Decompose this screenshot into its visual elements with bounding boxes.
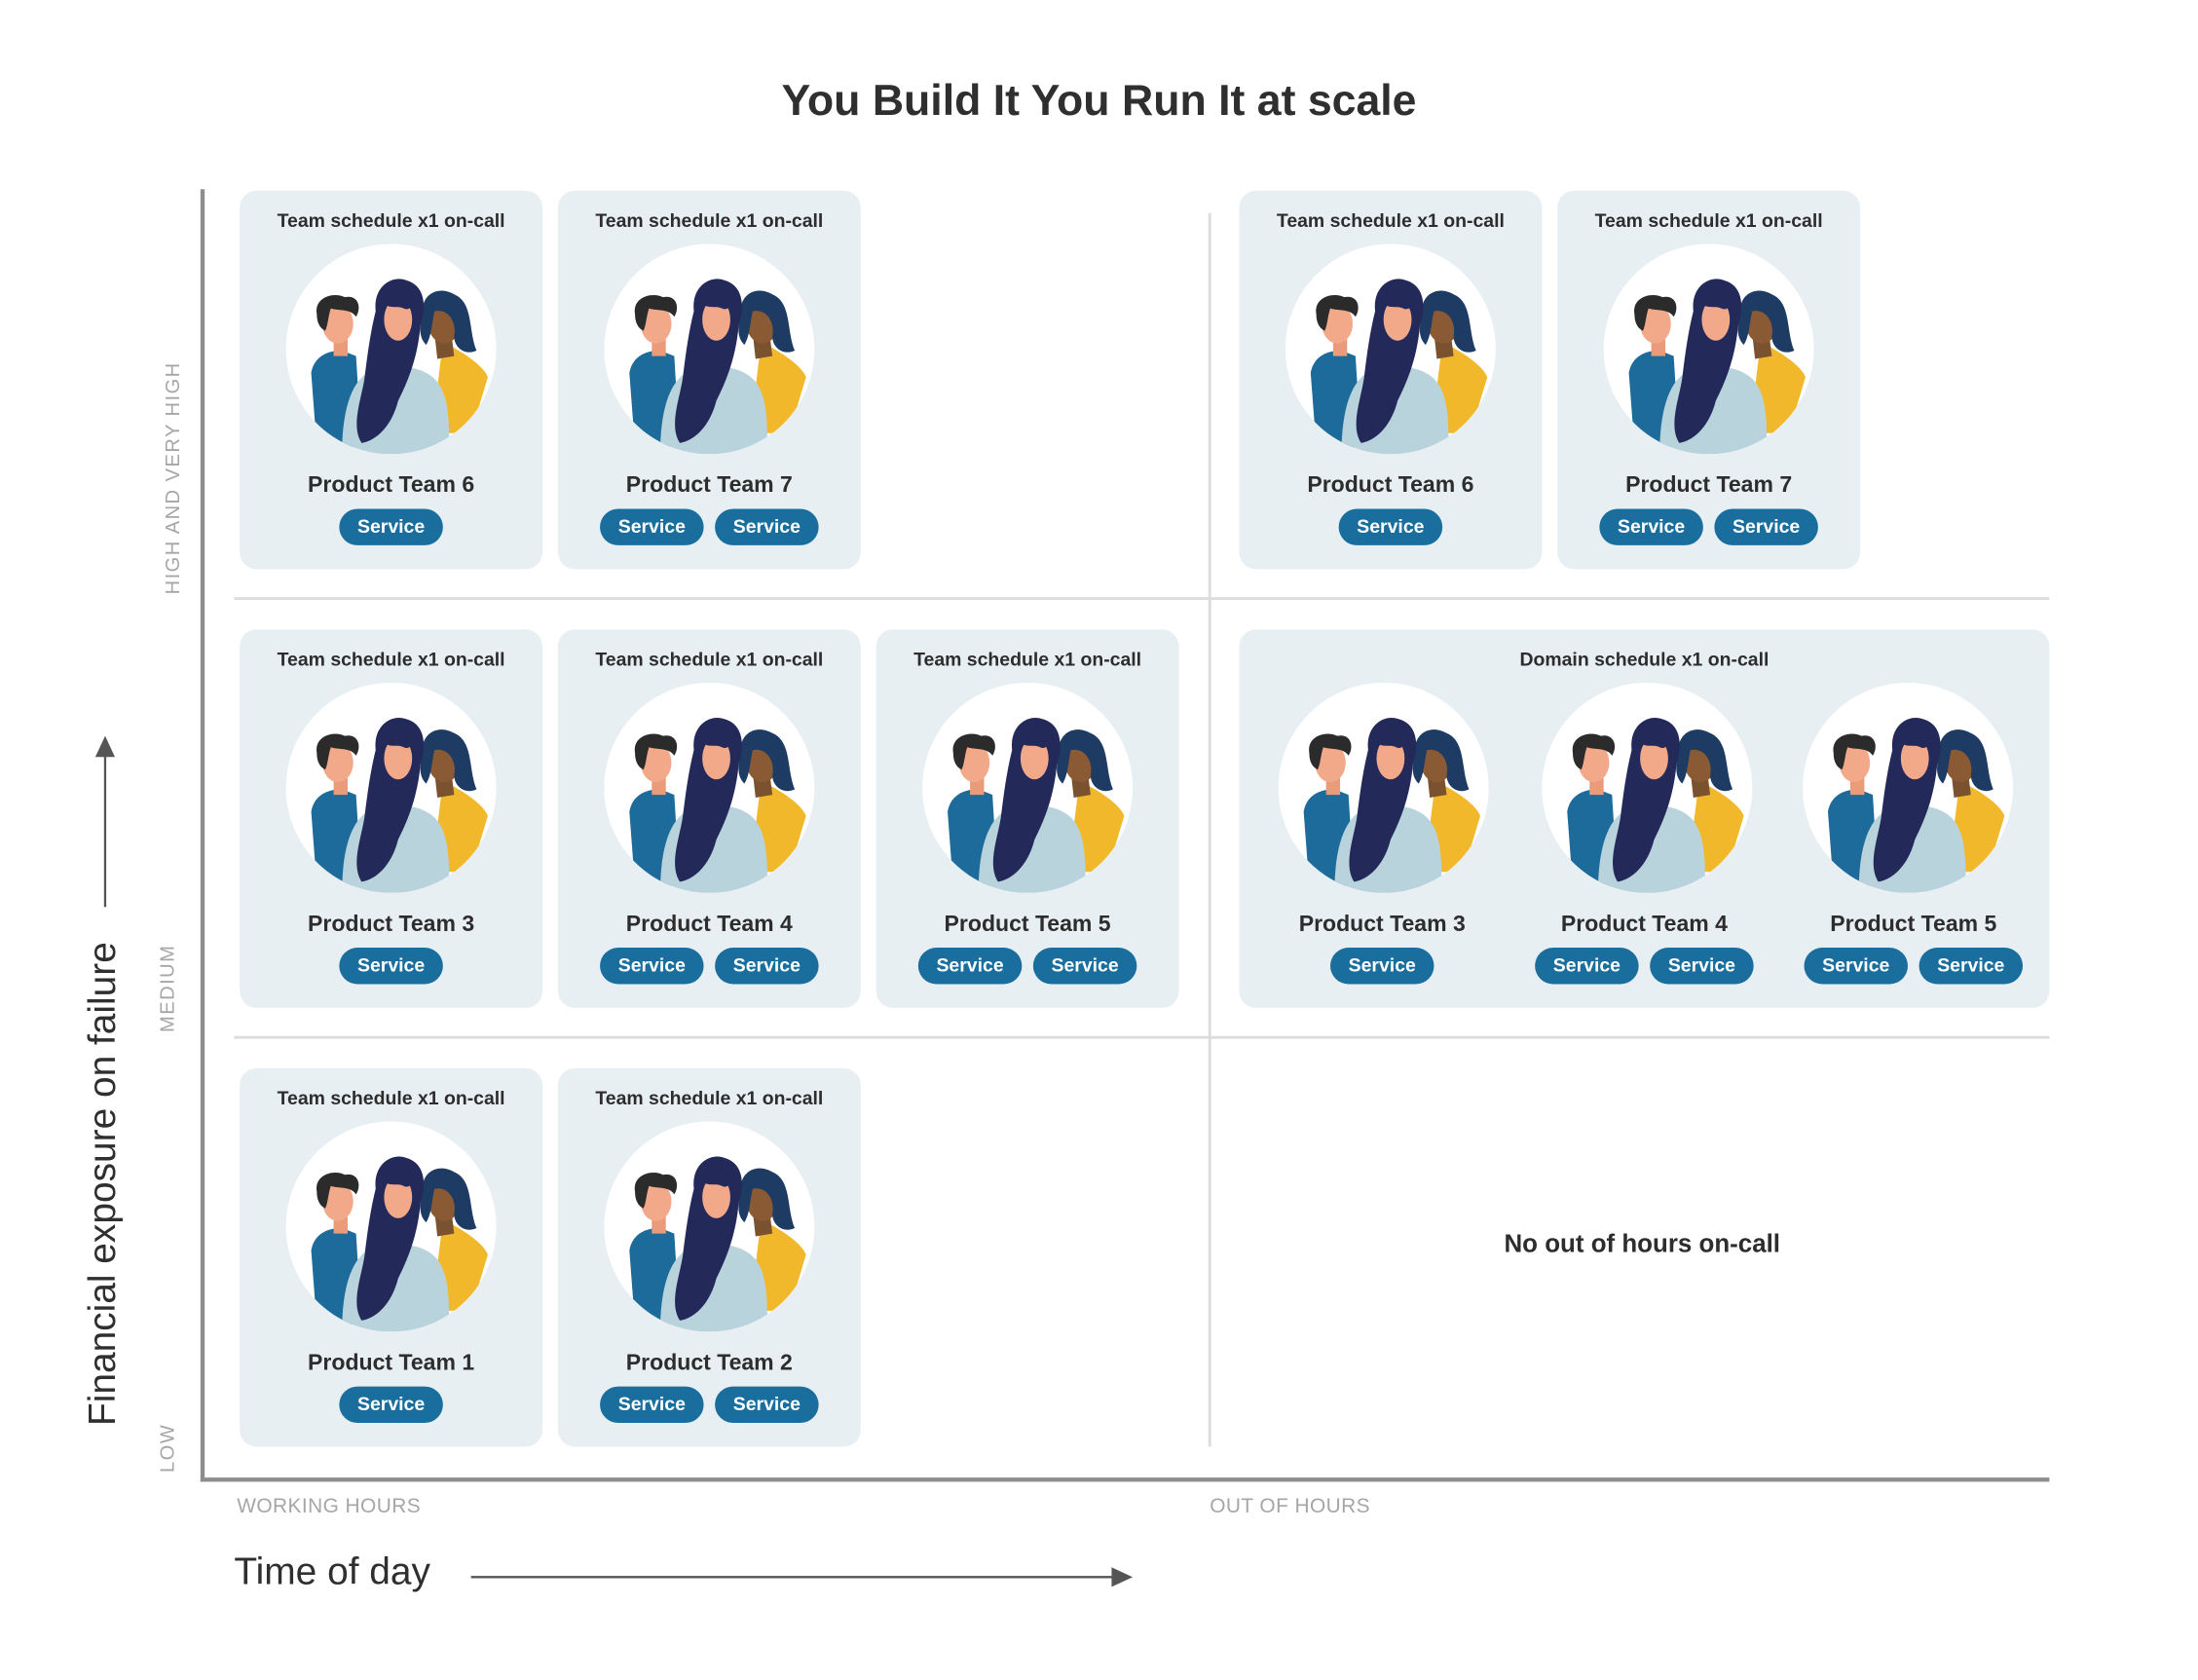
service-badge[interactable]: Service xyxy=(339,948,443,985)
service-list: Service xyxy=(240,948,542,985)
team-avatar-icon xyxy=(1278,682,1489,893)
service-list: Service Service xyxy=(1777,948,2049,985)
diagram-title: You Build It You Run It at scale xyxy=(781,75,1417,126)
service-badge[interactable]: Service xyxy=(1804,948,1909,985)
column-label-out-of-hours: OUT OF HOURS xyxy=(1210,1495,1371,1518)
team-name: Product Team 1 xyxy=(308,1351,475,1376)
column-label-working-hours: WORKING HOURS xyxy=(237,1495,422,1518)
team-name: Product Team 6 xyxy=(1307,473,1474,498)
service-list: Service xyxy=(240,1386,542,1423)
service-list: Service Service xyxy=(558,508,861,545)
team-avatar-icon xyxy=(285,243,497,455)
service-list: Service xyxy=(240,508,542,545)
x-axis-line xyxy=(200,1477,2050,1482)
team-avatar-icon xyxy=(1803,682,2013,893)
team-card: Team schedule x1 on-call Product Team 6 S… xyxy=(240,190,543,570)
service-badge[interactable]: Service xyxy=(1032,948,1137,985)
x-axis-title: Time of day xyxy=(234,1549,430,1593)
domain-schedule-label: Domain schedule x1 on-call xyxy=(1519,649,1770,671)
row-label-high: HIGH AND VERY HIGH xyxy=(161,361,184,595)
service-badge[interactable]: Service xyxy=(1599,508,1703,545)
team-avatar-icon xyxy=(604,243,815,455)
no-oncall-text: No out of hours on-call xyxy=(1504,1229,1781,1258)
service-badge[interactable]: Service xyxy=(715,508,819,545)
x-axis-arrow-icon xyxy=(470,1567,1134,1587)
team-name: Product Team 6 xyxy=(308,473,475,498)
team-name: Product Team 4 xyxy=(1560,913,1728,937)
service-badge[interactable]: Service xyxy=(1919,948,2024,985)
team-card: Team schedule x1 on-call Product Team 1 S… xyxy=(240,1067,543,1447)
service-list: Service xyxy=(1239,508,1542,545)
service-badge[interactable]: Service xyxy=(1535,948,1639,985)
team-avatar-icon xyxy=(285,682,497,893)
team-card: Team schedule x1 on-call Product Team 4 S… xyxy=(557,629,861,1008)
team-avatar-icon xyxy=(1285,243,1496,455)
team-name: Product Team 5 xyxy=(1830,913,1997,937)
row-label-low: LOW xyxy=(155,1423,178,1474)
service-list: Service Service xyxy=(558,948,861,985)
team-name: Product Team 3 xyxy=(308,913,475,937)
y-axis-line xyxy=(200,189,205,1482)
team-name: Product Team 2 xyxy=(625,1351,793,1376)
team-card: Team schedule x1 on-call Product Team 5 S… xyxy=(875,629,1179,1008)
service-badge[interactable]: Service xyxy=(917,948,1023,985)
y-axis-arrow-icon xyxy=(94,735,116,908)
grid-horizontal-divider-bottom xyxy=(234,1035,2050,1038)
team-avatar-icon xyxy=(604,682,815,893)
service-badge[interactable]: Service xyxy=(339,508,443,545)
service-list: Service Service xyxy=(1509,948,1780,985)
team-name: Product Team 4 xyxy=(625,913,793,937)
service-badge[interactable]: Service xyxy=(1338,508,1443,545)
schedule-label: Team schedule x1 on-call xyxy=(277,1087,505,1109)
service-badge[interactable]: Service xyxy=(1714,508,1818,545)
grid-vertical-divider xyxy=(1208,212,1211,1447)
team-card: Team schedule x1 on-call Product Team 3 S… xyxy=(240,629,543,1008)
team-avatar-icon xyxy=(922,682,1134,893)
service-list: Service xyxy=(1239,948,1525,985)
team-name: Product Team 5 xyxy=(944,913,1111,937)
schedule-label: Team schedule x1 on-call xyxy=(277,649,505,671)
schedule-label: Team schedule x1 on-call xyxy=(913,649,1142,671)
team-avatar-icon xyxy=(285,1121,497,1332)
team-name: Product Team 7 xyxy=(625,473,793,498)
service-badge[interactable]: Service xyxy=(600,1386,704,1423)
service-badge[interactable]: Service xyxy=(715,948,819,985)
team-avatar-icon xyxy=(604,1121,815,1332)
team-card: Team schedule x1 on-call Product Team 2 S… xyxy=(557,1067,861,1447)
team-card: Team schedule x1 on-call Product Team 7 S… xyxy=(557,190,861,570)
schedule-label: Team schedule x1 on-call xyxy=(595,649,824,671)
schedule-label: Team schedule x1 on-call xyxy=(595,209,824,232)
service-list: Service Service xyxy=(558,1386,861,1423)
row-label-medium: MEDIUM xyxy=(155,944,178,1032)
service-badge[interactable]: Service xyxy=(1650,948,1754,985)
team-card: Team schedule x1 on-call Product Team 6 S… xyxy=(1239,190,1543,570)
service-badge[interactable]: Service xyxy=(600,948,704,985)
service-badge[interactable]: Service xyxy=(1329,948,1434,985)
service-badge[interactable]: Service xyxy=(339,1386,443,1423)
team-name: Product Team 7 xyxy=(1625,473,1793,498)
service-badge[interactable]: Service xyxy=(600,508,704,545)
schedule-label: Team schedule x1 on-call xyxy=(595,1087,824,1109)
team-card: Team schedule x1 on-call Product Team 7 S… xyxy=(1557,190,1861,570)
schedule-label: Team schedule x1 on-call xyxy=(277,209,505,232)
team-name: Product Team 3 xyxy=(1298,913,1466,937)
domain-card: Domain schedule x1 on-call Product Team … xyxy=(1239,629,2050,1008)
y-axis-title: Financial exposure on failure xyxy=(81,942,124,1427)
schedule-label: Team schedule x1 on-call xyxy=(1594,209,1823,232)
service-list: Service Service xyxy=(1557,508,1860,545)
schedule-label: Team schedule x1 on-call xyxy=(1276,209,1505,232)
grid-horizontal-divider-top xyxy=(234,597,2050,600)
service-badge[interactable]: Service xyxy=(715,1386,819,1423)
team-avatar-icon xyxy=(1542,682,1753,893)
team-avatar-icon xyxy=(1603,243,1814,455)
